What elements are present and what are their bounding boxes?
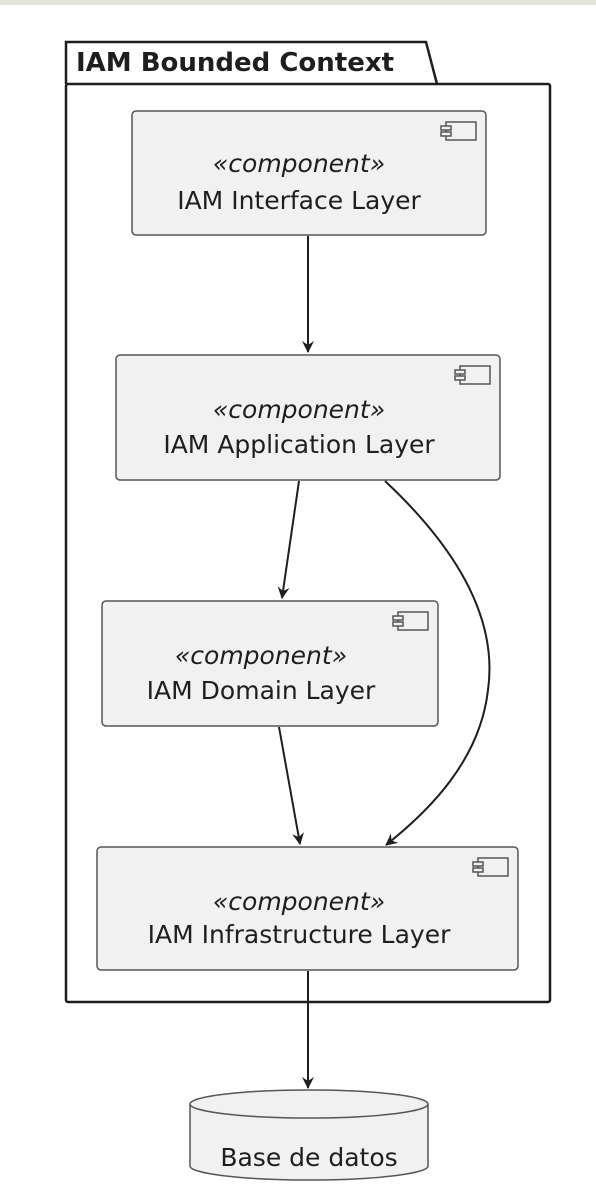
edge-application-to-domain — [277, 480, 300, 599]
component-iam-domain-layer: «component» IAM Domain Layer — [101, 600, 439, 727]
component-iam-infrastructure-layer: «component» IAM Infrastructure Layer — [96, 846, 519, 971]
top-border-strip — [0, 0, 596, 5]
component-stereotype: «component» — [213, 887, 385, 916]
edges — [277, 236, 491, 1089]
component-iam-interface-layer: «component» IAM Interface Layer — [131, 110, 487, 236]
component-label: IAM Application Layer — [163, 430, 435, 459]
database-base-de-datos: Base de datos — [189, 1089, 429, 1181]
package-tab — [64, 40, 439, 85]
component-icon — [472, 857, 509, 877]
edge-application-to-infrastructure — [384, 480, 491, 846]
package-iam-bounded-context: IAM Bounded Context — [64, 40, 552, 1004]
component-iam-application-layer: «component» IAM Application Layer — [115, 354, 501, 481]
component-label: IAM Domain Layer — [147, 676, 376, 705]
component-box — [96, 846, 519, 971]
database-top — [189, 1089, 429, 1119]
component-label: IAM Infrastructure Layer — [148, 920, 451, 949]
component-icon — [454, 365, 491, 385]
component-box — [131, 110, 487, 236]
package-title: IAM Bounded Context — [76, 48, 394, 78]
component-stereotype: «component» — [175, 641, 347, 670]
database-cylinder — [189, 1104, 429, 1181]
component-stereotype: «component» — [213, 149, 385, 178]
edge-domain-to-infrastructure — [278, 726, 304, 845]
component-label: IAM Interface Layer — [177, 186, 421, 215]
component-icon — [440, 121, 477, 141]
component-box — [101, 600, 439, 727]
component-box — [115, 354, 501, 481]
component-stereotype: «component» — [213, 395, 385, 424]
component-icon — [392, 611, 429, 631]
database-label: Base de datos — [220, 1143, 397, 1172]
